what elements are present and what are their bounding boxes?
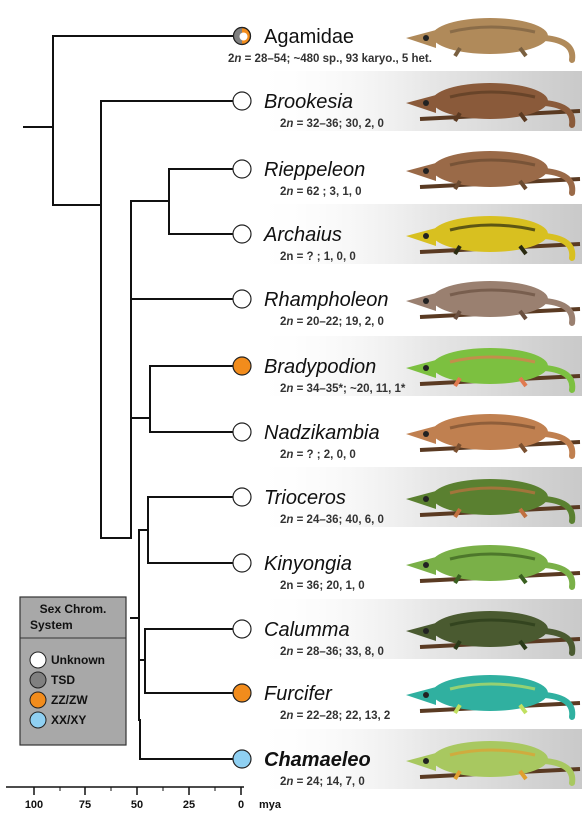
state-marker-kinyongia [233, 554, 251, 572]
karyotype-info-calumma: 2n = 28–36; 33, 8, 0 [280, 646, 384, 658]
axis-tick-label: 25 [183, 799, 195, 811]
legend-title-line2: System [30, 618, 73, 632]
karyotype-info-trioceros: 2n = 24–36; 40, 6, 0 [280, 514, 384, 526]
taxon-photos [406, 18, 580, 783]
legend-label-tsd: TSD [51, 673, 75, 687]
legend-swatch-tsd [30, 672, 46, 688]
state-marker-rieppeleon [233, 160, 251, 178]
state-marker-bradypodion [233, 357, 251, 375]
state-marker-calumma [233, 620, 251, 638]
state-marker-archaius [233, 225, 251, 243]
taxon-name-rhampholeon: Rhampholeon [264, 289, 389, 311]
karyotype-info-furcifer: 2n = 22–28; 22, 13, 2 [280, 710, 390, 722]
legend-swatch-xxxy [30, 712, 46, 728]
taxon-name-nadzikambia: Nadzikambia [264, 422, 380, 444]
karyotype-info-agamidae: 2n = 28–54; ~480 sp., 93 karyo., 5 het. [228, 53, 432, 65]
state-marker-trioceros [233, 488, 251, 506]
state-marker-rhampholeon [233, 290, 251, 308]
karyotype-info-rhampholeon: 2n = 20–22; 19, 2, 0 [280, 316, 384, 328]
rhampholeon-photo [406, 281, 580, 323]
tip-state-markers [233, 28, 251, 769]
axis-tick-label: 50 [131, 799, 143, 811]
legend-title-line1: Sex Chrom. [40, 602, 107, 616]
state-marker-furcifer [233, 684, 251, 702]
karyotype-info-chamaeleo: 2n = 24; 14, 7, 0 [280, 776, 365, 788]
karyotype-info-bradypodion: 2n = 34–35*; ~20, 11, 1* [280, 383, 406, 395]
nadzikambia-photo [406, 414, 580, 456]
axis-tick-label: 100 [25, 799, 43, 811]
taxon-labels: Agamidae 2n = 28–54; ~480 sp., 93 karyo.,… [228, 26, 432, 788]
karyotype-info-nadzikambia: 2n = ? ; 2, 0, 0 [280, 449, 356, 461]
taxon-name-brookesia: Brookesia [264, 91, 353, 113]
axis-tick-label: 75 [79, 799, 91, 811]
state-marker-brookesia [233, 92, 251, 110]
axis-unit-label: mya [259, 799, 282, 811]
taxon-name-furcifer: Furcifer [264, 683, 333, 705]
taxon-name-calumma: Calumma [264, 619, 350, 641]
karyotype-info-brookesia: 2n = 32–36; 30, 2, 0 [280, 118, 384, 130]
rieppeleon-photo [406, 151, 580, 193]
state-marker-nadzikambia [233, 423, 251, 441]
taxon-name-trioceros: Trioceros [264, 487, 346, 509]
state-marker-agamidae [234, 28, 251, 45]
legend-swatch-zzzw [30, 692, 46, 708]
legend-label-zzzw: ZZ/ZW [51, 693, 88, 707]
legend-swatch-unknown [30, 652, 46, 668]
furcifer-photo [406, 675, 580, 717]
karyotype-info-archaius: 2n = ? ; 1, 0, 0 [280, 251, 356, 263]
taxon-name-chamaeleo: Chamaeleo [264, 749, 371, 771]
taxon-name-rieppeleon: Rieppeleon [264, 159, 365, 181]
state-marker-chamaeleo [233, 750, 251, 768]
taxon-name-archaius: Archaius [263, 224, 342, 246]
time-axis: 100 75 50 25 0 mya [6, 787, 282, 811]
taxon-name-agamidae: Agamidae [264, 26, 354, 48]
taxon-name-bradypodion: Bradypodion [264, 356, 376, 378]
legend-label-unknown: Unknown [51, 653, 105, 667]
legend-label-xxxy: XX/XY [51, 713, 86, 727]
axis-tick-label: 0 [238, 799, 244, 811]
karyotype-info-kinyongia: 2n = 36; 20, 1, 0 [280, 580, 365, 592]
kinyongia-photo [406, 545, 580, 587]
karyotype-info-rieppeleon: 2n = 62 ; 3, 1, 0 [280, 186, 362, 198]
taxon-name-kinyongia: Kinyongia [264, 553, 352, 575]
